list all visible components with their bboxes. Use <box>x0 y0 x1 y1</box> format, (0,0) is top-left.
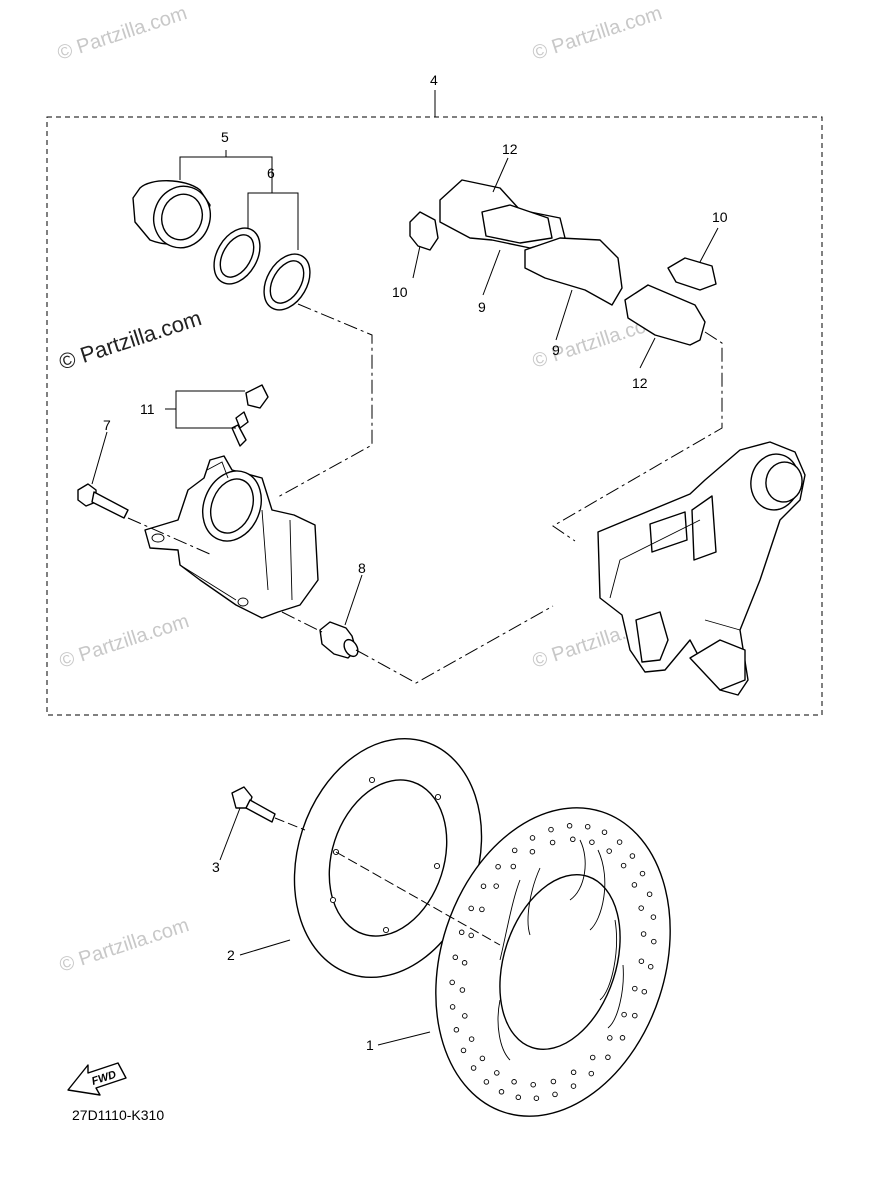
drill-hole <box>511 847 518 854</box>
drill-hole <box>479 906 485 913</box>
drill-hole <box>606 848 612 854</box>
drill-hole <box>468 1036 475 1042</box>
caliper-body <box>144 455 319 619</box>
callout-12a: 12 <box>502 141 518 157</box>
fwd-arrow-icon: FWD <box>67 1062 127 1096</box>
drill-hole <box>589 1054 596 1061</box>
drill-hole <box>449 1004 456 1010</box>
callout-12b: 12 <box>632 375 648 391</box>
drill-hole <box>452 954 459 961</box>
drill-hole <box>619 1035 626 1041</box>
drill-hole <box>470 1065 477 1071</box>
drill-hole <box>570 1069 577 1076</box>
drill-hole <box>530 1081 536 1088</box>
drill-hole <box>529 835 536 841</box>
piston <box>132 180 212 249</box>
drill-hole <box>460 1047 467 1054</box>
drill-hole <box>566 823 573 829</box>
disc-drill-holes <box>449 823 657 1101</box>
watermark: © Partzilla.com <box>56 305 205 375</box>
drill-hole <box>494 1070 500 1076</box>
drill-hole <box>550 1078 557 1085</box>
drill-hole <box>638 958 645 964</box>
callout-6: 6 <box>267 165 275 181</box>
drill-hole <box>449 979 455 986</box>
drill-hole <box>640 931 647 937</box>
brake-disc <box>435 807 671 1117</box>
watermark: © Partzilla.com <box>530 2 665 65</box>
drill-hole <box>468 932 474 939</box>
drill-hole <box>632 985 638 992</box>
callout-10b: 10 <box>712 209 728 225</box>
drill-hole <box>549 839 556 846</box>
drill-hole <box>639 870 646 877</box>
drill-hole <box>529 848 536 855</box>
drill-hole <box>458 929 465 936</box>
callout-9a: 9 <box>478 299 486 315</box>
drill-hole <box>461 960 468 966</box>
callout-3: 3 <box>212 859 220 875</box>
piston-seals <box>213 227 311 311</box>
drill-hole <box>498 1089 505 1095</box>
drill-hole <box>533 1095 540 1101</box>
drill-hole <box>510 863 517 870</box>
drill-hole <box>607 1035 613 1041</box>
drill-hole <box>570 836 576 843</box>
drill-hole <box>620 862 627 869</box>
callouts: 1 2 3 4 5 6 7 8 9 9 10 10 11 12 12 27D11… <box>72 72 728 1123</box>
diagram-code: 27D1110-K310 <box>72 1107 164 1123</box>
drill-hole <box>584 823 591 830</box>
drill-hole <box>548 826 554 833</box>
callout-5: 5 <box>221 129 229 145</box>
drill-hole <box>479 1055 486 1062</box>
caliper-bolt <box>77 483 129 519</box>
drill-hole <box>480 883 487 889</box>
callout-10a: 10 <box>392 284 408 300</box>
brake-pads <box>439 179 706 346</box>
callout-2: 2 <box>227 947 235 963</box>
drill-hole <box>570 1083 577 1089</box>
callout-4: 4 <box>430 72 438 88</box>
drill-hole <box>495 863 501 870</box>
drill-hole <box>638 905 644 911</box>
drill-hole <box>605 1054 611 1061</box>
bleed-screw <box>231 384 269 447</box>
drill-hole <box>515 1094 522 1101</box>
drill-hole <box>462 1013 468 1019</box>
watermark: © Partzilla.com <box>57 914 192 977</box>
drill-hole <box>646 891 653 897</box>
drill-hole <box>589 839 595 845</box>
drill-hole <box>616 839 623 845</box>
drill-hole <box>511 1079 517 1085</box>
brake-disc-inner <box>293 737 483 979</box>
drill-hole <box>629 853 636 859</box>
drill-hole <box>483 1079 490 1085</box>
drill-hole <box>493 883 499 889</box>
drill-hole <box>650 914 657 920</box>
drill-hole <box>453 1027 460 1033</box>
pad-clips <box>409 211 717 291</box>
callout-7: 7 <box>103 417 111 433</box>
drill-hole <box>552 1091 558 1098</box>
drill-hole <box>621 1011 627 1018</box>
drill-hole <box>459 987 466 993</box>
drill-hole <box>651 938 657 945</box>
drill-hole <box>632 1012 638 1019</box>
watermark: © Partzilla.com <box>57 610 192 673</box>
watermark: © Partzilla.com <box>55 2 190 65</box>
drill-hole <box>601 829 608 835</box>
drill-hole <box>468 905 474 912</box>
drill-hole <box>631 882 638 888</box>
pin-boot <box>319 621 359 659</box>
caliper-bracket <box>597 441 806 696</box>
drill-hole <box>641 988 648 995</box>
callout-1: 1 <box>366 1037 374 1053</box>
callout-11: 11 <box>140 401 155 417</box>
callout-8: 8 <box>358 560 366 576</box>
drill-hole <box>647 963 654 970</box>
callout-9b: 9 <box>552 342 560 358</box>
drill-hole <box>588 1070 595 1077</box>
disc-bolt <box>231 786 276 823</box>
